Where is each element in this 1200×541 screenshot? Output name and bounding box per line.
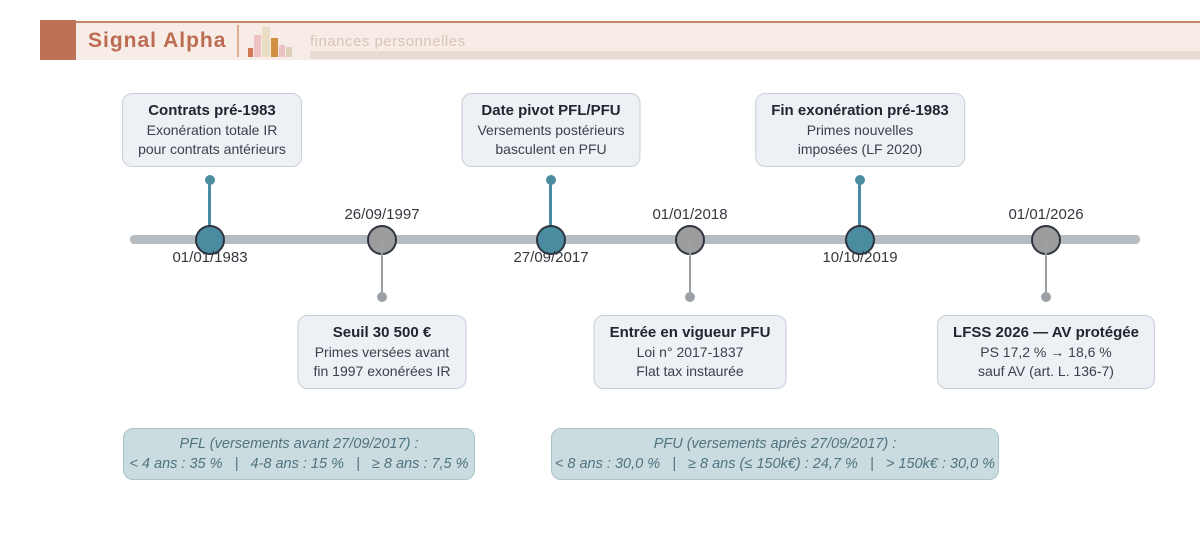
icon-bar <box>248 48 253 57</box>
connector-stem <box>381 240 383 292</box>
timeline-node[interactable] <box>195 225 225 255</box>
callout-line: Primes versées avant <box>314 344 450 360</box>
pfu-note-box: PFU (versements après 27/09/2017) : < 8 … <box>551 428 999 480</box>
event-date: 01/01/1983 <box>172 249 248 266</box>
connector-dot <box>546 175 556 185</box>
connector-stem <box>549 183 552 240</box>
logo-square <box>40 20 76 60</box>
icon-bar <box>279 45 285 57</box>
timeline-axis <box>130 235 1140 244</box>
timeline-node[interactable] <box>536 225 566 255</box>
callout-title: Fin exonération pré-1983 <box>771 102 949 119</box>
connector-dot <box>685 292 695 302</box>
event-date: 01/01/2026 <box>1008 206 1084 223</box>
callout-title: LFSS 2026 — AV protégée <box>953 324 1139 341</box>
connector-dot <box>205 175 215 185</box>
event-date: 26/09/1997 <box>344 206 420 223</box>
callout-line: imposées (LF 2020) <box>797 141 923 157</box>
timeline-node[interactable] <box>845 225 875 255</box>
callout-line: Versements postérieurs <box>477 122 625 138</box>
callout-line: basculent en PFU <box>495 141 607 157</box>
note-title: PFL (versements avant 27/09/2017) : <box>179 436 419 452</box>
event-callout: Seuil 30 500 € Primes versées avant fin … <box>297 315 467 389</box>
icon-bar <box>286 47 292 57</box>
icon-bar <box>271 38 278 57</box>
callout-line: Loi n° 2017-1837 <box>636 344 744 360</box>
callout-line: sauf AV (art. L. 136-7) <box>978 363 1114 379</box>
callout-title: Seuil 30 500 € <box>332 324 432 341</box>
note-detail: < 8 ans : 30,0 % | ≥ 8 ans (≤ 150k€) : 2… <box>554 456 996 472</box>
event-callout: Entrée en vigueur PFU Loi n° 2017-1837 F… <box>593 315 787 389</box>
note-title: PFU (versements après 27/09/2017) : <box>653 436 897 452</box>
event-callout: LFSS 2026 — AV protégée PS 17,2 % → 18,6… <box>937 315 1155 389</box>
connector-dot <box>855 175 865 185</box>
note-detail: < 4 ans : 35 % | 4-8 ans : 15 % | ≥ 8 an… <box>129 456 469 472</box>
callout-line: Primes nouvelles <box>806 122 914 138</box>
event-date: 27/09/2017 <box>513 249 589 266</box>
pfl-note-box: PFL (versements avant 27/09/2017) : < 4 … <box>123 428 475 480</box>
connector-dot <box>377 292 387 302</box>
header-rule <box>310 51 1200 59</box>
event-callout: Fin exonération pré-1983 Primes nouvelle… <box>755 93 965 167</box>
brand-title: Signal Alpha <box>88 29 227 52</box>
connector-stem <box>1045 240 1047 292</box>
header-subtitle: finances personnelles <box>310 33 466 50</box>
event-callout: Contrats pré-1983 Exonération totale IR … <box>122 93 302 167</box>
connector-stem <box>689 240 691 292</box>
event-callout: Date pivot PFL/PFU Versements postérieur… <box>461 93 641 167</box>
callout-line: Exonération totale IR <box>146 122 278 138</box>
bar-chart-icon <box>248 26 294 57</box>
header-divider <box>237 25 239 57</box>
icon-bar <box>254 35 261 57</box>
event-date: 10/10/2019 <box>822 249 898 266</box>
callout-line: fin 1997 exonérées IR <box>313 363 451 379</box>
connector-stem <box>208 183 211 240</box>
callout-line: Flat tax instaurée <box>636 363 744 379</box>
callout-title: Contrats pré-1983 <box>148 102 276 119</box>
callout-title: Date pivot PFL/PFU <box>481 102 621 119</box>
event-date: 01/01/2018 <box>652 206 728 223</box>
connector-dot <box>1041 292 1051 302</box>
connector-stem <box>858 183 861 240</box>
callout-title: Entrée en vigueur PFU <box>609 324 771 341</box>
icon-bar <box>262 27 270 57</box>
callout-line: PS 17,2 % → 18,6 % <box>980 344 1112 360</box>
callout-line: pour contrats antérieurs <box>138 141 286 157</box>
